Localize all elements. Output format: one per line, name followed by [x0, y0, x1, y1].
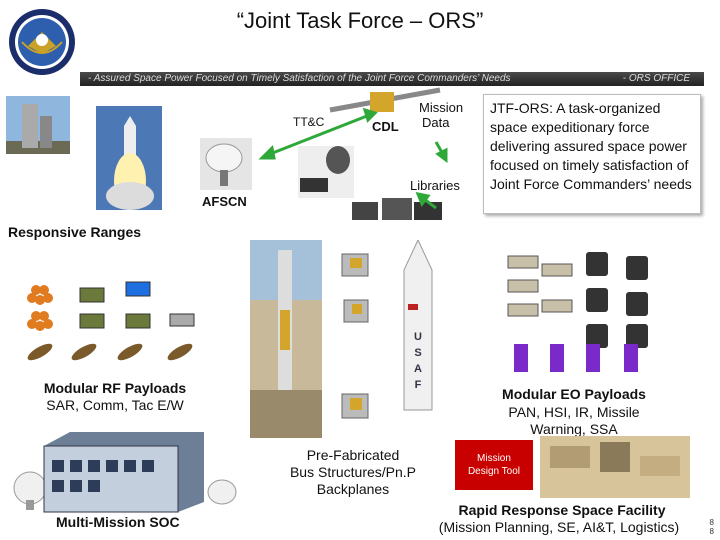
bus-structures-label: Pre-Fabricated Bus Structures/Pn.P Backp… [278, 447, 428, 498]
design-tool-line2: Design Tool [468, 465, 520, 478]
facility-title: Rapid Response Space Facility [424, 502, 700, 518]
facility-sub: (Mission Planning, SE, AI&T, Logistics) [418, 519, 700, 535]
mission-data-line1: Mission [419, 100, 463, 115]
rf-payloads-title: Modular RF Payloads [20, 380, 210, 396]
svg-text:F: F [415, 379, 422, 391]
rf-payload-icons [20, 280, 216, 372]
mission-design-tool-box: Mission Design Tool [455, 440, 533, 490]
radar-truck-image [298, 146, 354, 198]
cdl-label: CDL [372, 119, 399, 134]
usaf-rocket-image: U S A F [398, 240, 438, 420]
eo-payload-icons [500, 240, 670, 384]
ttc-label: TT&C [293, 115, 324, 129]
svg-text:S: S [414, 347, 421, 359]
page-number-2: 8 [710, 527, 714, 536]
soc-building-image [8, 430, 244, 514]
eo-sub-line1: PAN, HSI, IR, Missile [484, 404, 664, 421]
svg-text:U: U [414, 331, 422, 343]
afscn-label: AFSCN [202, 194, 247, 209]
responsive-ranges-label: Responsive Ranges [8, 224, 141, 240]
banner-text: - Assured Space Power Focused on Timely … [88, 73, 511, 84]
mission-data-line2: Data [419, 115, 463, 130]
bus-structures-image [328, 244, 384, 444]
libraries-label: Libraries [410, 178, 460, 193]
satellite-dish-image [200, 138, 252, 190]
mission-data-label: Mission Data [419, 100, 463, 130]
design-tool-line1: Mission [468, 452, 520, 465]
page-title: “Joint Task Force – ORS” [0, 8, 720, 34]
eo-payloads-title: Modular EO Payloads [484, 386, 664, 402]
rocket-launch-image [96, 106, 162, 210]
rf-payloads-sub: SAR, Comm, Tac E/W [20, 397, 210, 413]
svg-text:A: A [414, 363, 422, 375]
jtf-ors-description: JTF-ORS: A task-organized space expediti… [483, 94, 701, 214]
banner-office: - ORS OFFICE [623, 73, 690, 84]
launch-pad-image [250, 240, 322, 438]
bus-line1: Pre-Fabricated [278, 447, 428, 464]
launch-tower-image [6, 96, 70, 154]
facility-image [540, 436, 690, 498]
page-number-1: 8 [710, 518, 714, 527]
page-number: 8 8 [710, 518, 714, 536]
bus-line2: Bus Structures/Pn.P [278, 464, 428, 481]
soc-label: Multi-Mission SOC [56, 514, 180, 530]
header-banner: - Assured Space Power Focused on Timely … [80, 72, 704, 86]
bus-line3: Backplanes [278, 481, 428, 498]
eo-payloads-sub: PAN, HSI, IR, Missile Warning, SSA [484, 404, 664, 438]
